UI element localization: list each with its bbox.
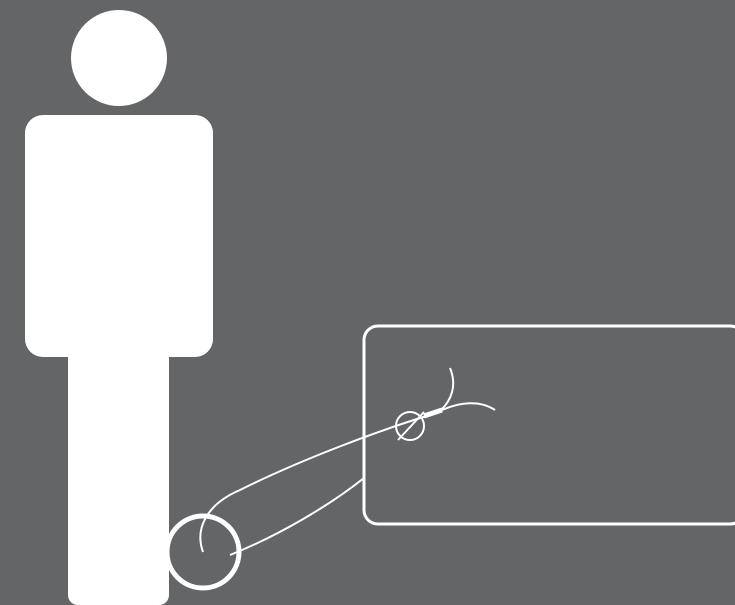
person-silhouette-icon — [25, 10, 213, 605]
person-legs — [68, 330, 169, 605]
person-torso — [25, 115, 213, 357]
connecting-wire-lower — [230, 478, 364, 555]
person-head — [71, 10, 167, 106]
wire-branch-up — [440, 368, 453, 411]
wire-splice-detail — [396, 368, 495, 440]
splice-knot — [424, 410, 442, 416]
detail-callout-box — [364, 326, 735, 524]
wire-branch-right — [442, 403, 495, 410]
